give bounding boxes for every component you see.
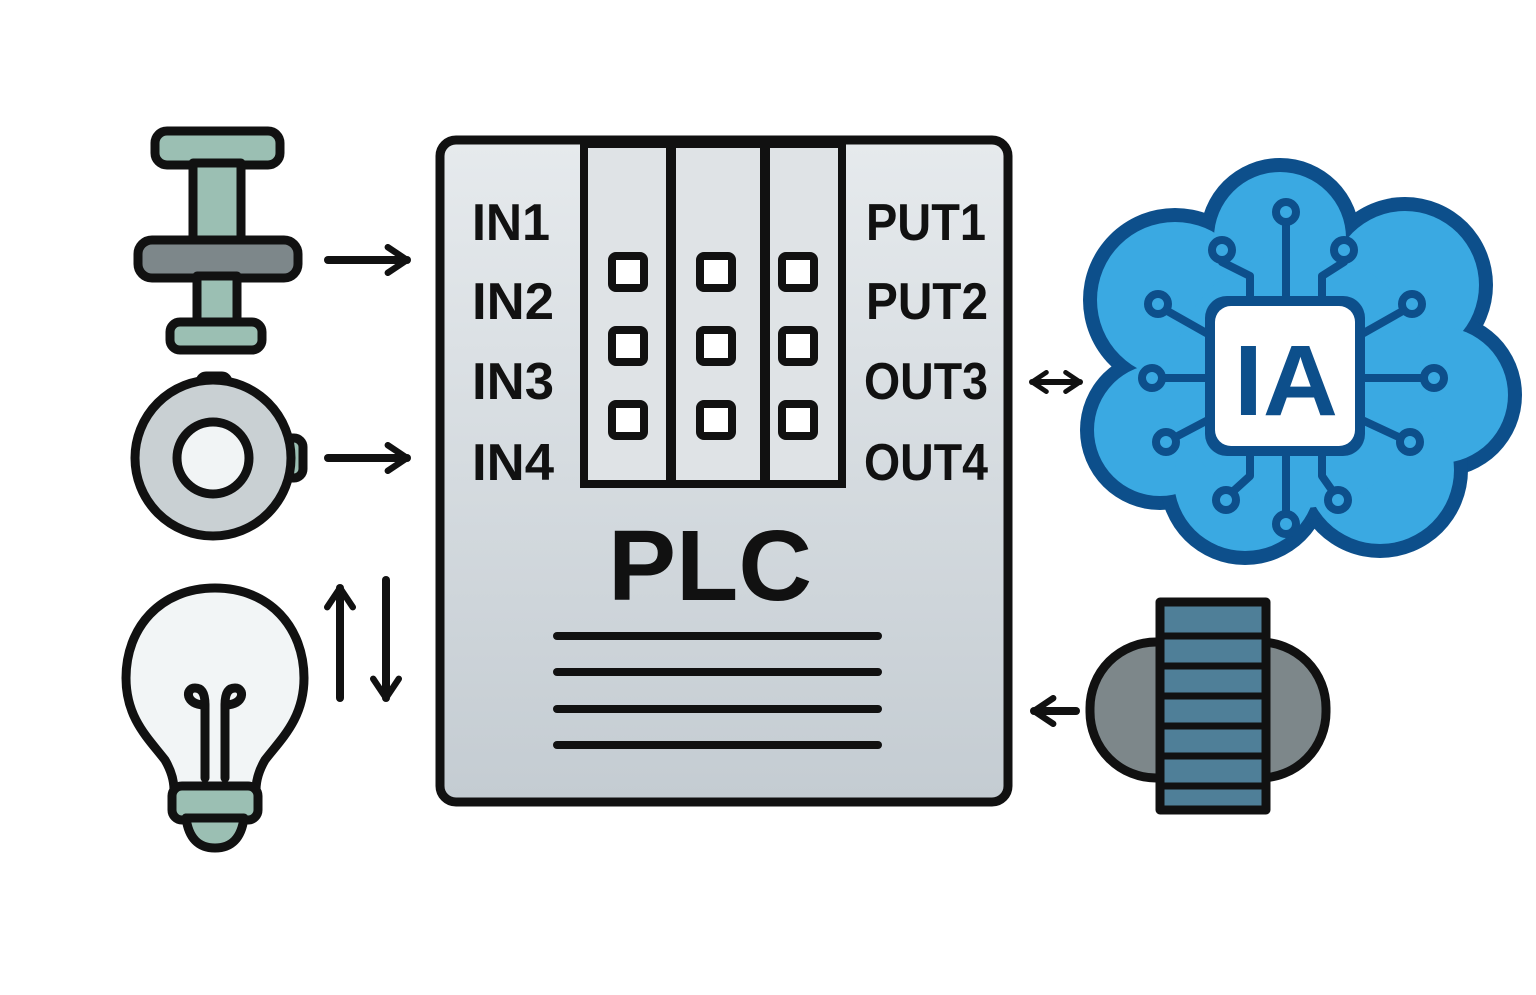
led <box>608 326 648 366</box>
plc-input-label-2: IN2 <box>472 273 554 331</box>
light-bulb-icon <box>121 583 309 853</box>
led <box>608 400 648 440</box>
valve-icon <box>133 126 303 355</box>
led <box>608 252 648 292</box>
plc-output-label-2: PUT2 <box>866 273 988 331</box>
plc-vent-lines <box>553 632 882 749</box>
ai-circuit-traces <box>1138 198 1448 538</box>
plc-input-label-4: IN4 <box>472 434 554 492</box>
led <box>696 252 736 292</box>
plc-module-leds <box>608 252 818 440</box>
led <box>778 400 818 440</box>
flow-meter-icon <box>130 371 308 541</box>
plc-input-label-3: IN3 <box>472 353 554 411</box>
electric-motor-icon <box>1085 597 1331 815</box>
plc-title: PLC <box>608 510 812 622</box>
plc-input-label-1: IN1 <box>472 194 550 252</box>
ai-label: IA <box>1234 325 1338 437</box>
plc-output-label-3: OUT3 <box>864 353 988 411</box>
led <box>778 252 818 292</box>
ai-cloud-icon: IA <box>1080 158 1522 565</box>
plc-output-label-1: PUT1 <box>866 194 986 252</box>
led <box>778 326 818 366</box>
plc-unit: IN1 IN2 IN3 IN4 PUT1 PUT2 OUT3 OUT4 PLC <box>435 135 1013 807</box>
led <box>696 326 736 366</box>
led <box>696 400 736 440</box>
plc-output-label-4: OUT4 <box>864 434 988 492</box>
